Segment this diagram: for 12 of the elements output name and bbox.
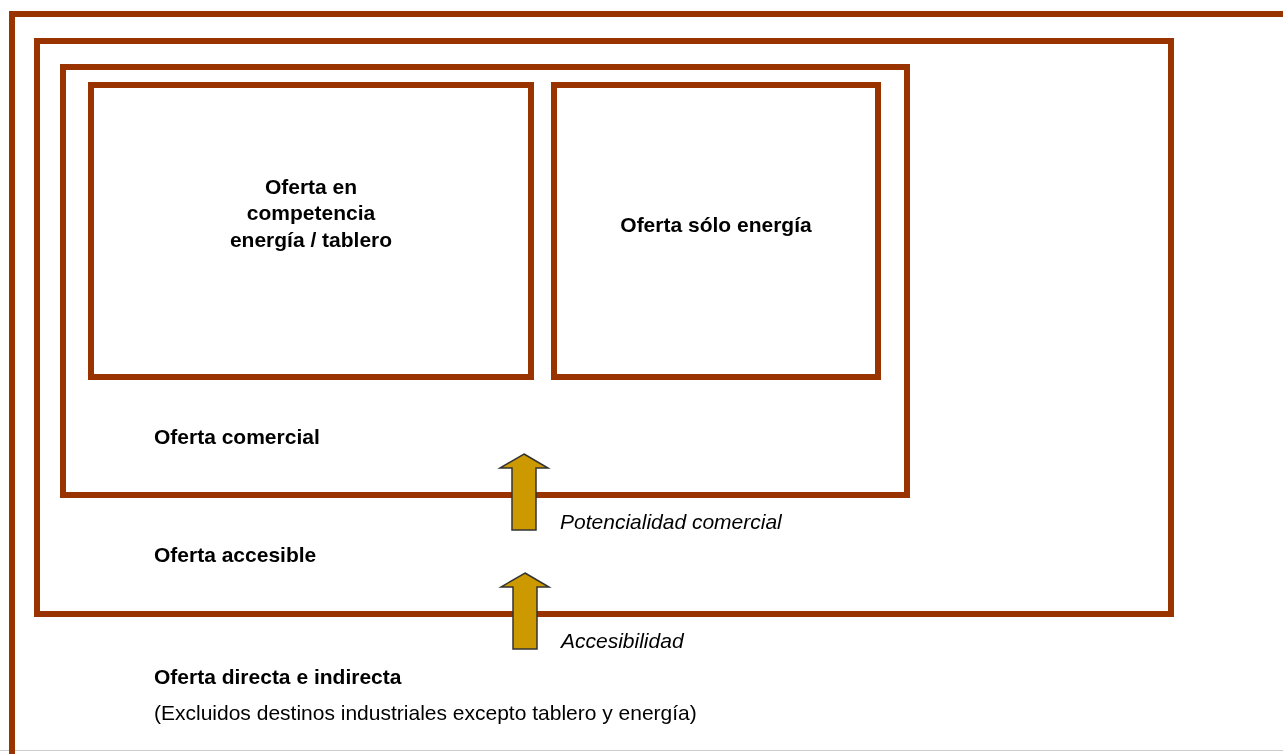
- box-title: Oferta directa e indirecta: [154, 664, 402, 690]
- box-title: Oferta comercial: [154, 424, 320, 450]
- block-arrow: [498, 572, 552, 650]
- box-subtitle: (Excluidos destinos industriales excepto tablero y energía): [154, 700, 697, 726]
- box-title: Oferta sólo energía: [620, 212, 812, 238]
- nested-box: [551, 82, 881, 380]
- nested-box: [60, 64, 910, 498]
- box-title: Oferta accesible: [154, 542, 317, 568]
- nested-box: [88, 82, 534, 380]
- nested-box: [34, 38, 1174, 617]
- block-arrow: [497, 453, 551, 531]
- box-title: Oferta en competencia energía / tablero: [228, 174, 394, 253]
